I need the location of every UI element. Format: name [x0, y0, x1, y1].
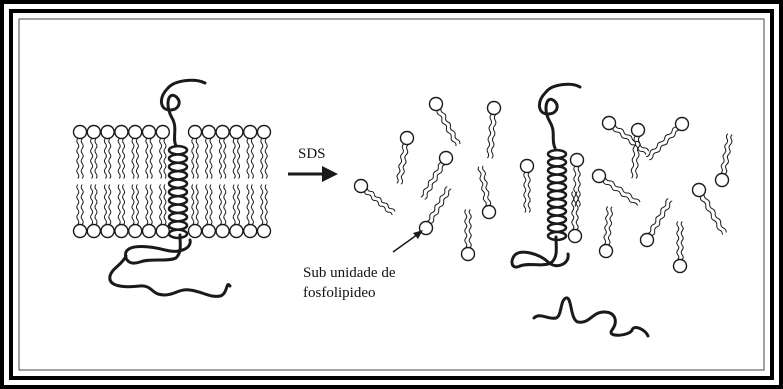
phospholipid-annotation-line1: Sub unidade de: [303, 265, 395, 282]
sds-label: SDS: [298, 146, 326, 163]
phospholipid-annotation-line2: fosfolipideo: [303, 285, 376, 302]
